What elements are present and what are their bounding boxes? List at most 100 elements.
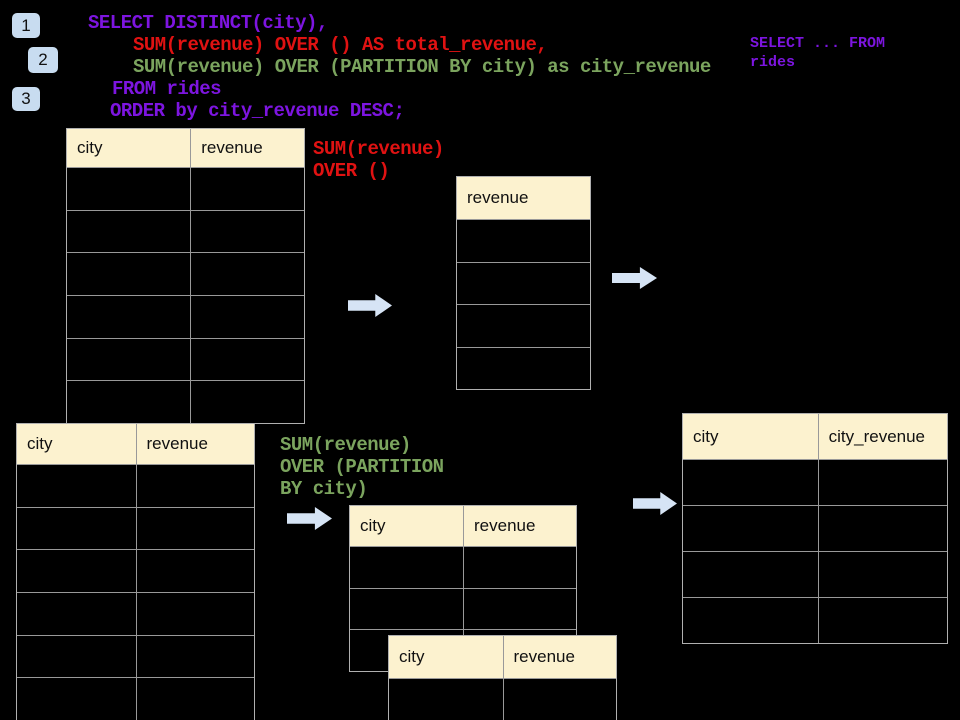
table-row	[17, 677, 254, 720]
table-cell-empty	[17, 465, 136, 507]
table-cell-empty	[350, 547, 463, 588]
table-cell-empty	[817, 598, 947, 643]
table-cell-empty	[135, 678, 255, 720]
right-arrow-icon	[612, 267, 657, 289]
table-cell-empty	[457, 220, 590, 262]
sql-line-select-distinct: SELECT DISTINCT(city),	[88, 12, 328, 34]
table-cell-empty	[17, 678, 136, 720]
table-cell-empty	[67, 168, 190, 210]
table-partition-front: city revenue	[388, 635, 617, 720]
table-cell-empty	[67, 211, 190, 253]
table-row	[67, 252, 304, 296]
table-row	[17, 464, 254, 507]
table-cell-empty	[67, 296, 190, 338]
table-header-row: city revenue	[389, 636, 616, 678]
table-cell-empty	[190, 381, 304, 424]
side-note-select-from-rides: SELECT ... FROM rides	[750, 34, 885, 72]
right-arrow-icon	[633, 492, 677, 515]
table-row	[683, 505, 947, 551]
table-row	[17, 634, 255, 678]
table-cell-empty	[135, 635, 255, 678]
table-row	[683, 597, 947, 643]
table-row	[67, 167, 304, 210]
table-row	[17, 506, 255, 550]
table-cell-empty	[457, 263, 590, 305]
table-cell-empty	[683, 552, 818, 597]
right-arrow-icon	[287, 507, 332, 530]
label-line: OVER ()	[313, 160, 390, 182]
table-cell-empty	[190, 253, 304, 296]
table-cell-empty	[463, 547, 576, 588]
table-cell-empty	[135, 550, 255, 593]
label-line: SUM(revenue)	[280, 434, 411, 456]
step-badge-1: 1	[12, 13, 40, 38]
table-cell-empty	[817, 506, 947, 551]
table-partition-middle: city revenue	[349, 505, 577, 673]
table-cell-empty	[817, 460, 947, 505]
table-cell-empty	[190, 296, 304, 338]
side-note-line-1: SELECT ... FROM	[750, 35, 886, 52]
column-header: city	[77, 138, 103, 157]
table-cell-empty	[502, 679, 617, 720]
table-cell-empty	[17, 550, 136, 592]
table-row	[389, 678, 616, 720]
sql-line-from: FROM rides	[112, 78, 222, 100]
table-row	[457, 261, 590, 305]
step-badge-3: 3	[12, 87, 40, 111]
column-header: city_revenue	[817, 414, 947, 459]
side-note-line-2: rides	[750, 54, 796, 71]
table-cell-empty	[135, 507, 255, 550]
table-row	[17, 549, 255, 593]
table-cell-empty	[683, 460, 818, 505]
table-cell-empty	[350, 589, 463, 630]
table-cell-empty	[683, 598, 818, 643]
step-badge-2: 2	[28, 47, 58, 73]
table-cell-empty	[463, 588, 576, 630]
table-cell-empty	[17, 508, 136, 550]
table-row	[350, 587, 576, 630]
column-header: city	[399, 647, 425, 666]
table-header-row: city revenue	[350, 506, 576, 546]
sql-line-city-revenue: SUM(revenue) OVER (PARTITION BY city) as…	[133, 56, 711, 78]
table-cell-empty	[190, 168, 304, 210]
column-header: city	[360, 516, 386, 535]
sql-line-total-revenue: SUM(revenue) OVER () AS total_revenue,	[133, 34, 548, 56]
table-header-row: city city_revenue	[683, 414, 947, 459]
column-header: revenue	[463, 506, 576, 546]
table-cell-empty	[190, 210, 304, 253]
table-cell-empty	[67, 253, 190, 295]
column-header: city	[693, 426, 719, 446]
table-row	[683, 551, 947, 597]
table-cell-empty	[190, 338, 304, 381]
column-header: revenue	[135, 424, 255, 464]
table-header-row: city revenue	[67, 129, 304, 167]
table-row	[457, 346, 590, 390]
table-cell-empty	[683, 506, 818, 551]
table-cell-empty	[457, 305, 590, 347]
table-row	[17, 592, 254, 635]
table-cell-empty	[67, 381, 190, 423]
column-header: revenue	[467, 188, 529, 207]
table-cell-empty	[67, 339, 190, 381]
table-row	[683, 459, 947, 505]
table-source-top: city revenue	[66, 128, 305, 425]
table-cell-empty	[17, 593, 136, 635]
table-header-row: revenue	[457, 177, 590, 219]
right-arrow-icon	[348, 294, 392, 317]
column-header: revenue	[190, 129, 304, 167]
label-sum-over-total: SUM(revenue)OVER ()	[313, 138, 444, 182]
table-cell-empty	[135, 465, 255, 507]
table-total-revenue-result: revenue	[456, 176, 591, 390]
column-header: revenue	[502, 636, 617, 678]
table-cell-empty	[817, 552, 947, 597]
table-row	[67, 209, 304, 253]
table-cell-empty	[17, 636, 136, 678]
table-row	[457, 219, 590, 262]
label-line: BY city)	[280, 478, 368, 500]
table-cell-empty	[389, 679, 503, 720]
label-line: SUM(revenue)	[313, 138, 444, 160]
